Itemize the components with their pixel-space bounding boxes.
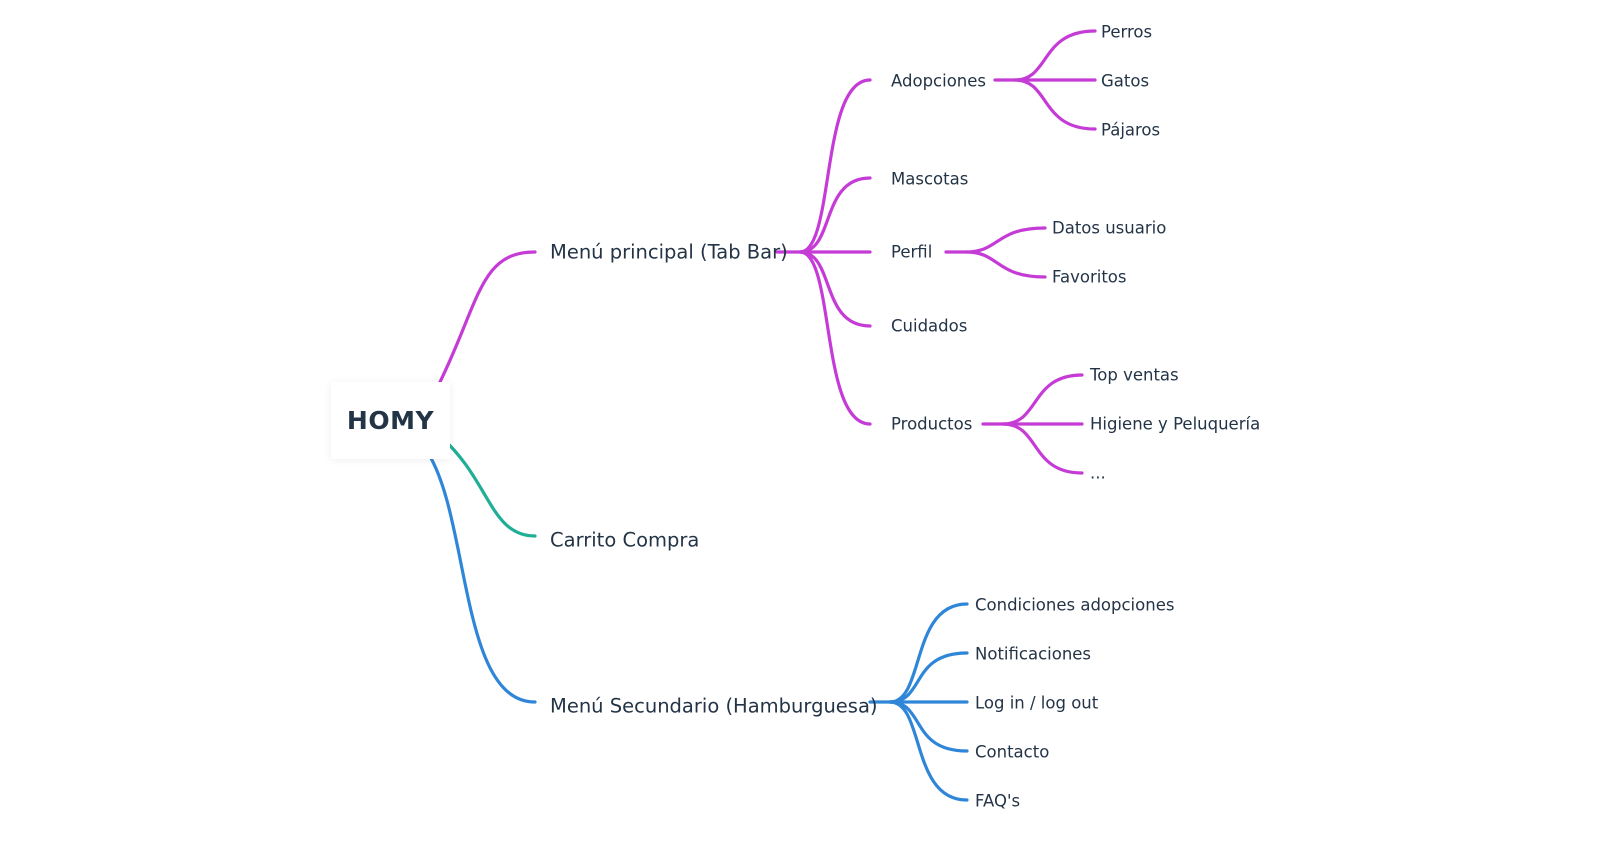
node-carrito-compra[interactable]: Carrito Compra [550,528,700,552]
link-root-menu-secundario [426,451,537,704]
node-perros[interactable]: Perros [1101,22,1153,42]
link-perfil-favoritos [964,250,1047,279]
node-datos-usuario[interactable]: Datos usuario [1052,218,1167,238]
node-productos-more[interactable]: ... [1090,463,1106,483]
link-menu-principal-mascotas [798,176,872,254]
link-adopciones-pajaros [1013,78,1097,131]
node-adopciones[interactable]: Adopciones [891,71,986,91]
node-mascotas[interactable]: Mascotas [891,169,969,189]
link-perfil-datos [944,226,1047,254]
link-menu-principal-productos [798,250,872,426]
node-higiene-peluqueria[interactable]: Higiene y Peluquería [1090,414,1261,434]
link-productos-more [1001,422,1084,475]
node-contacto[interactable]: Contacto [975,742,1050,762]
node-pajaros[interactable]: Pájaros [1101,120,1161,140]
node-favoritos[interactable]: Favoritos [1052,267,1127,287]
link-secundario-contacto [888,700,969,753]
link-menu-principal-cuidados [798,250,872,328]
link-secundario-faq [888,700,969,802]
node-menu-principal[interactable]: Menú principal (Tab Bar) [550,240,788,264]
link-productos-top [981,373,1084,426]
root-node[interactable]: HOMY [331,382,450,459]
node-faqs[interactable]: FAQ's [975,791,1021,811]
link-adopciones-perros [993,29,1097,82]
node-perfil[interactable]: Perfil [891,242,933,262]
node-gatos[interactable]: Gatos [1101,71,1150,91]
node-menu-secundario[interactable]: Menú Secundario (Hamburguesa) [550,694,878,718]
node-login-logout[interactable]: Log in / log out [975,693,1099,713]
node-condiciones-adopciones[interactable]: Condiciones adopciones [975,595,1175,615]
link-secundario-notificaciones [888,651,969,704]
link-root-carrito [438,434,537,538]
root-label: HOMY [346,406,435,435]
node-cuidados[interactable]: Cuidados [891,316,968,336]
link-root-menu-principal [438,250,537,384]
link-menu-principal-adopciones [775,78,872,254]
node-top-ventas[interactable]: Top ventas [1090,365,1179,385]
node-notificaciones[interactable]: Notificaciones [975,644,1092,664]
node-productos[interactable]: Productos [891,414,973,434]
